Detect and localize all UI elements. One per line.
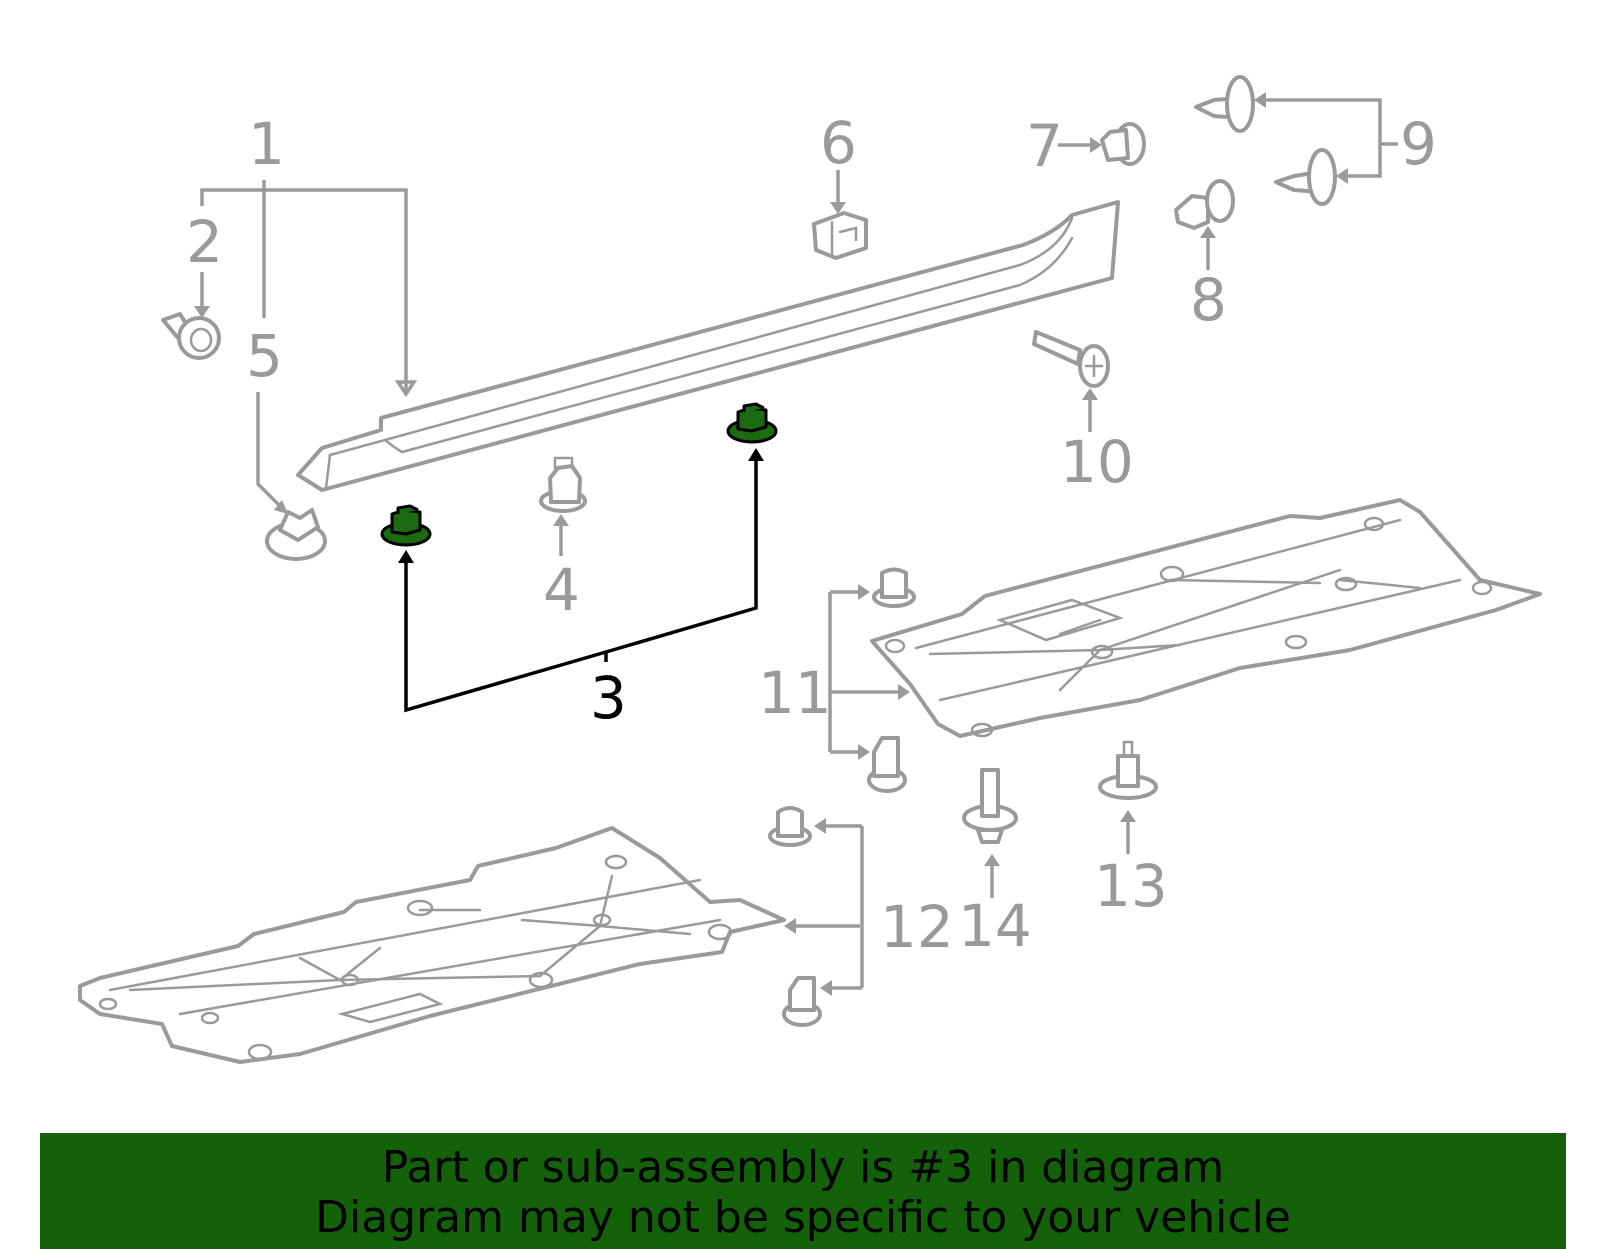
callout-10: 10 (1060, 428, 1134, 496)
callout-1: 1 (248, 110, 285, 178)
leader-lines (194, 92, 1398, 996)
clip-part-7 (1100, 122, 1146, 166)
callout-6: 6 (820, 109, 857, 177)
clip-part-9-upper (1194, 75, 1255, 133)
clip-part-11-upper (872, 567, 916, 608)
clip-part-9-lower (1274, 148, 1337, 206)
clip-part-3-left (380, 504, 432, 547)
clip-part-8 (1174, 179, 1235, 230)
clip-part-6 (812, 211, 868, 260)
clip-part-4 (539, 456, 587, 513)
callout-5: 5 (246, 322, 283, 390)
callout-4: 4 (543, 556, 580, 624)
banner-line-1: Part or sub-assembly is #3 in diagram (381, 1142, 1225, 1193)
clip-part-5 (265, 508, 327, 561)
callout-3: 3 (590, 664, 627, 732)
callout-14: 14 (958, 892, 1032, 960)
clip-part-11-lower (867, 736, 907, 793)
clip-part-12-lower (782, 976, 822, 1027)
clip-part-14 (962, 768, 1018, 844)
callout-2: 2 (186, 208, 223, 276)
callout-7: 7 (1026, 112, 1063, 180)
clip-part-12-upper (768, 806, 812, 847)
callout-12: 12 (880, 893, 954, 961)
screw-part-10 (1032, 330, 1110, 388)
callout-11: 11 (758, 659, 832, 727)
clip-part-13 (1098, 740, 1158, 800)
leader-part-3 (398, 448, 764, 713)
callout-9: 9 (1400, 110, 1437, 178)
banner-line-2: Diagram may not be specific to your vehi… (315, 1192, 1291, 1243)
clip-part-3-right (726, 402, 778, 444)
clip-part-2 (161, 312, 221, 360)
callout-8: 8 (1190, 266, 1227, 334)
under-cover-part-12 (78, 826, 786, 1064)
info-banner: Part or sub-assembly is #3 in diagram Di… (40, 1133, 1566, 1249)
callout-13: 13 (1094, 852, 1168, 920)
under-cover-part-11 (870, 498, 1542, 738)
rocker-panel-moulding (296, 200, 1120, 492)
